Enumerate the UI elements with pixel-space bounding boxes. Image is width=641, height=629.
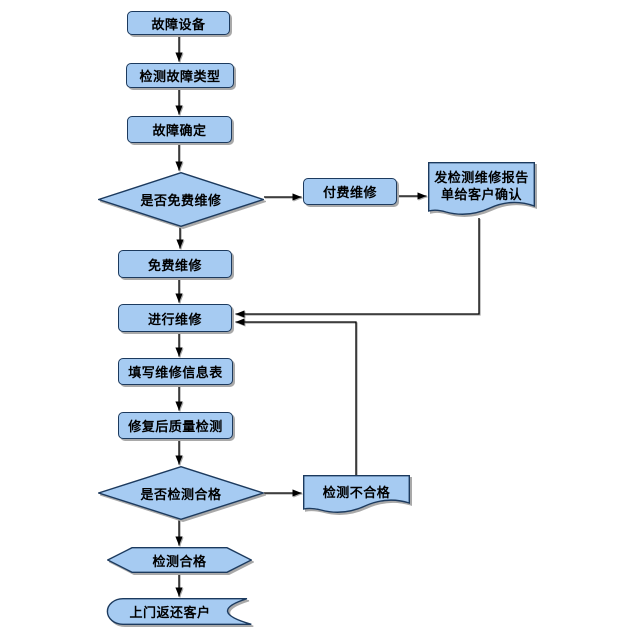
node-quality-check-label: 修复后质量检测 <box>128 419 223 434</box>
stored-data-shape <box>106 598 252 625</box>
node-fault-confirmed: 故障确定 <box>127 116 232 143</box>
node-is-check-passed: 是否检测合格 <box>98 466 264 520</box>
node-paid-repair-label: 付费维修 <box>322 185 377 200</box>
node-report-doc-label: 发检测维修报告 单给客户确认 <box>434 169 529 203</box>
node-fail-doc-label: 检测不合格 <box>322 484 391 500</box>
node-report-doc-label-line2: 单给客户确认 <box>440 186 522 202</box>
connector-fail-doc-to-do-repair <box>235 318 357 475</box>
node-report-doc: 发检测维修报告 单给客户确认 <box>428 162 535 217</box>
diamond-shape <box>98 172 264 227</box>
node-report-doc-label-line1: 发检测维修报告 <box>434 169 529 185</box>
node-check-passed: 检测合格 <box>107 547 252 573</box>
document-shape <box>303 475 410 513</box>
node-is-free-repair: 是否免费维修 <box>98 172 264 227</box>
node-do-repair: 进行维修 <box>118 304 232 332</box>
node-fault-device-label: 故障设备 <box>151 16 206 32</box>
node-quality-check: 修复后质量检测 <box>118 412 233 439</box>
node-is-free-repair-label: 是否免费维修 <box>140 193 222 208</box>
node-return-customer-label: 上门返还客户 <box>129 605 211 620</box>
node-fail-doc: 检测不合格 <box>303 475 410 515</box>
diamond-shape <box>98 466 264 520</box>
node-detect-fault-type-label: 检测故障类型 <box>139 69 221 84</box>
connector-report-doc-to-do-repair <box>235 218 480 318</box>
node-free-repair: 免费维修 <box>118 250 232 278</box>
node-paid-repair: 付费维修 <box>303 178 397 205</box>
node-check-passed-label: 检测合格 <box>152 553 207 569</box>
node-return-customer: 上门返还客户 <box>106 598 252 625</box>
node-do-repair-label: 进行维修 <box>147 311 202 327</box>
hexagon-shape <box>107 547 252 573</box>
node-fault-device: 故障设备 <box>127 11 230 35</box>
node-fill-form-label: 填写维修信息表 <box>128 365 223 380</box>
node-fault-confirmed-label: 故障确定 <box>152 123 207 138</box>
node-free-repair-label: 免费维修 <box>147 257 202 273</box>
node-detect-fault-type: 检测故障类型 <box>126 63 234 88</box>
node-fill-form: 填写维修信息表 <box>118 358 233 385</box>
node-is-check-passed-label: 是否检测合格 <box>140 486 222 502</box>
document-shape <box>428 162 535 215</box>
